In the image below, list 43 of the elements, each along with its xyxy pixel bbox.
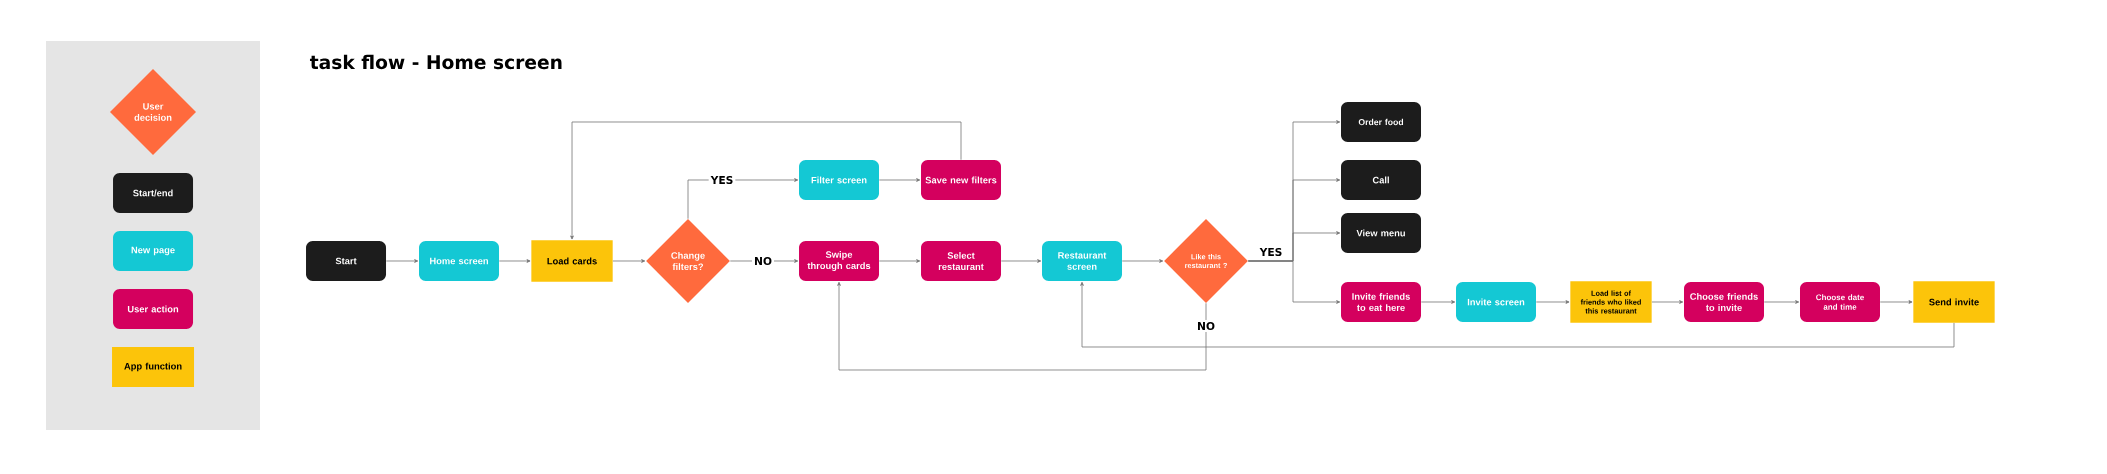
arrow [1121,259,1164,263]
edge-label: YES [708,173,736,187]
process-box: Start [306,241,386,281]
process-box: Choose date and time [1800,282,1880,322]
arrow [729,259,799,263]
process-box: View menu [1341,213,1421,253]
process-box: Save new filters [921,160,1001,200]
process-box: Filter screen [799,160,879,200]
arrow [1651,300,1684,304]
legend-key: Start/end [113,173,193,213]
process-box: Call [1341,160,1421,200]
arrow [1535,300,1570,304]
process-box: Home screen [419,241,499,281]
arrow [1763,300,1800,304]
legend-key: New page [113,231,193,271]
legend-key: App function [112,347,194,387]
legend-key: User decision [110,69,196,155]
arrow [498,259,531,263]
title: task flow - Home screen [310,54,562,70]
process-box: Choose friends to invite [1684,282,1764,322]
arrow [878,259,921,263]
arrow [570,121,962,240]
process-box: Order food [1341,102,1421,142]
process-box: Invite screen [1456,282,1536,322]
arrow [1247,260,1341,304]
process-box: Invite friends to eat here [1341,282,1421,322]
arrow [878,178,921,182]
edge-label: NO [1195,319,1217,333]
legend-key: User action [113,289,193,329]
arrow [1080,281,1955,348]
function-box: Load cards [531,240,613,282]
edge-label: YES [1257,245,1285,259]
process-box: Restaurant screen [1042,241,1122,281]
arrow [1879,300,1913,304]
edge-label: NO [752,254,774,268]
arrow [1420,300,1456,304]
arrow [385,259,419,263]
arrow [837,281,1207,371]
process-box: Select restaurant [921,241,1001,281]
arrow [1000,259,1042,263]
arrow [612,259,646,263]
process-box: Swipe through cards [799,241,879,281]
function-box: Send invite [1913,281,1995,323]
